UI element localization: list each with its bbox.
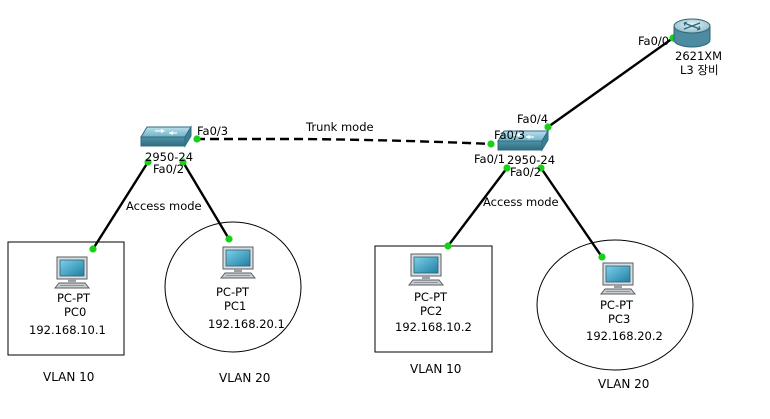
switch2-port-down-r: Fa0/2 xyxy=(510,165,541,179)
pc1[interactable]: PC-PT PC1 192.168.20.1 xyxy=(208,246,285,331)
router[interactable]: Fa0/0 2621XM L3 장비 xyxy=(638,18,722,77)
switch2-port-down-l: Fa0/1 xyxy=(474,152,505,166)
vlan-label: VLAN 20 xyxy=(598,377,649,391)
pc-icon xyxy=(600,262,636,295)
pc3-type: PC-PT xyxy=(600,298,634,312)
port-dot xyxy=(444,242,452,250)
port-dot xyxy=(503,164,511,172)
switch2[interactable]: Fa0/4 Fa0/3 Fa0/1 2950-24 Fa0/2 xyxy=(474,112,555,179)
pc3[interactable]: PC-PT PC3 192.168.20.2 xyxy=(586,262,663,343)
port-dot xyxy=(544,123,552,131)
router-port: Fa0/0 xyxy=(638,34,669,48)
vlan-label: VLAN 10 xyxy=(410,362,461,376)
link-sw1-pc0 xyxy=(91,161,150,250)
switch1-port-up: Fa0/3 xyxy=(197,124,228,138)
switch1-port-down: Fa0/2 xyxy=(153,162,184,176)
pc-icon xyxy=(408,253,444,286)
vlan10-left-box xyxy=(7,241,125,356)
port-dot xyxy=(193,135,201,143)
pc0-ip: 192.168.10.1 xyxy=(29,323,106,337)
pc2-ip: 192.168.10.2 xyxy=(395,320,472,334)
link-trunk xyxy=(196,137,493,146)
router-model: 2621XM xyxy=(675,49,722,63)
pc-icon xyxy=(220,246,256,279)
vlan-label: VLAN 10 xyxy=(43,370,94,384)
switch-icon xyxy=(140,126,192,147)
pc1-name: PC1 xyxy=(224,299,246,313)
pc2-name: PC2 xyxy=(420,304,442,318)
switch1[interactable]: 2950-24 Fa0/2 Fa0/3 xyxy=(140,124,228,176)
switch2-model: 2950-24 xyxy=(507,153,555,167)
access-mode-label-right: Access mode xyxy=(483,195,559,209)
port-dot xyxy=(225,235,233,243)
trunk-mode-label: Trunk mode xyxy=(305,120,374,134)
pc0-type: PC-PT xyxy=(57,291,91,305)
pc0[interactable]: PC-PT PC0 192.168.10.1 xyxy=(29,256,106,337)
vlan-label: VLAN 20 xyxy=(219,371,270,385)
port-dot xyxy=(537,164,545,172)
router-icon xyxy=(673,18,711,48)
pc2[interactable]: PC-PT PC2 192.168.10.2 xyxy=(395,253,472,334)
switch1-model: 2950-24 xyxy=(145,150,193,164)
link-sw2-router xyxy=(547,37,674,128)
pc2-type: PC-PT xyxy=(414,290,448,304)
pc3-ip: 192.168.20.2 xyxy=(586,329,663,343)
router-sub: L3 장비 xyxy=(680,63,719,77)
vlan20-left-ellipse xyxy=(164,221,302,353)
port-dot xyxy=(598,253,606,261)
switch2-port-left: Fa0/3 xyxy=(494,128,525,142)
switch2-port-up: Fa0/4 xyxy=(517,112,548,126)
link-sw2-pc3 xyxy=(540,167,603,258)
link-sw2-pc2 xyxy=(447,167,508,247)
pc-icon xyxy=(54,256,90,289)
link-sw1-pc1 xyxy=(181,161,231,240)
port-dot xyxy=(144,158,152,166)
vlan10-right-box xyxy=(374,245,493,353)
port-dot xyxy=(179,158,187,166)
pc1-type: PC-PT xyxy=(216,285,250,299)
pc0-name: PC0 xyxy=(64,305,86,319)
port-dot xyxy=(487,140,495,148)
port-dot xyxy=(89,245,97,253)
access-mode-label-left: Access mode xyxy=(126,199,202,213)
pc3-name: PC3 xyxy=(608,312,630,326)
pc1-ip: 192.168.20.1 xyxy=(208,317,285,331)
vlan20-right-ellipse xyxy=(536,239,694,371)
